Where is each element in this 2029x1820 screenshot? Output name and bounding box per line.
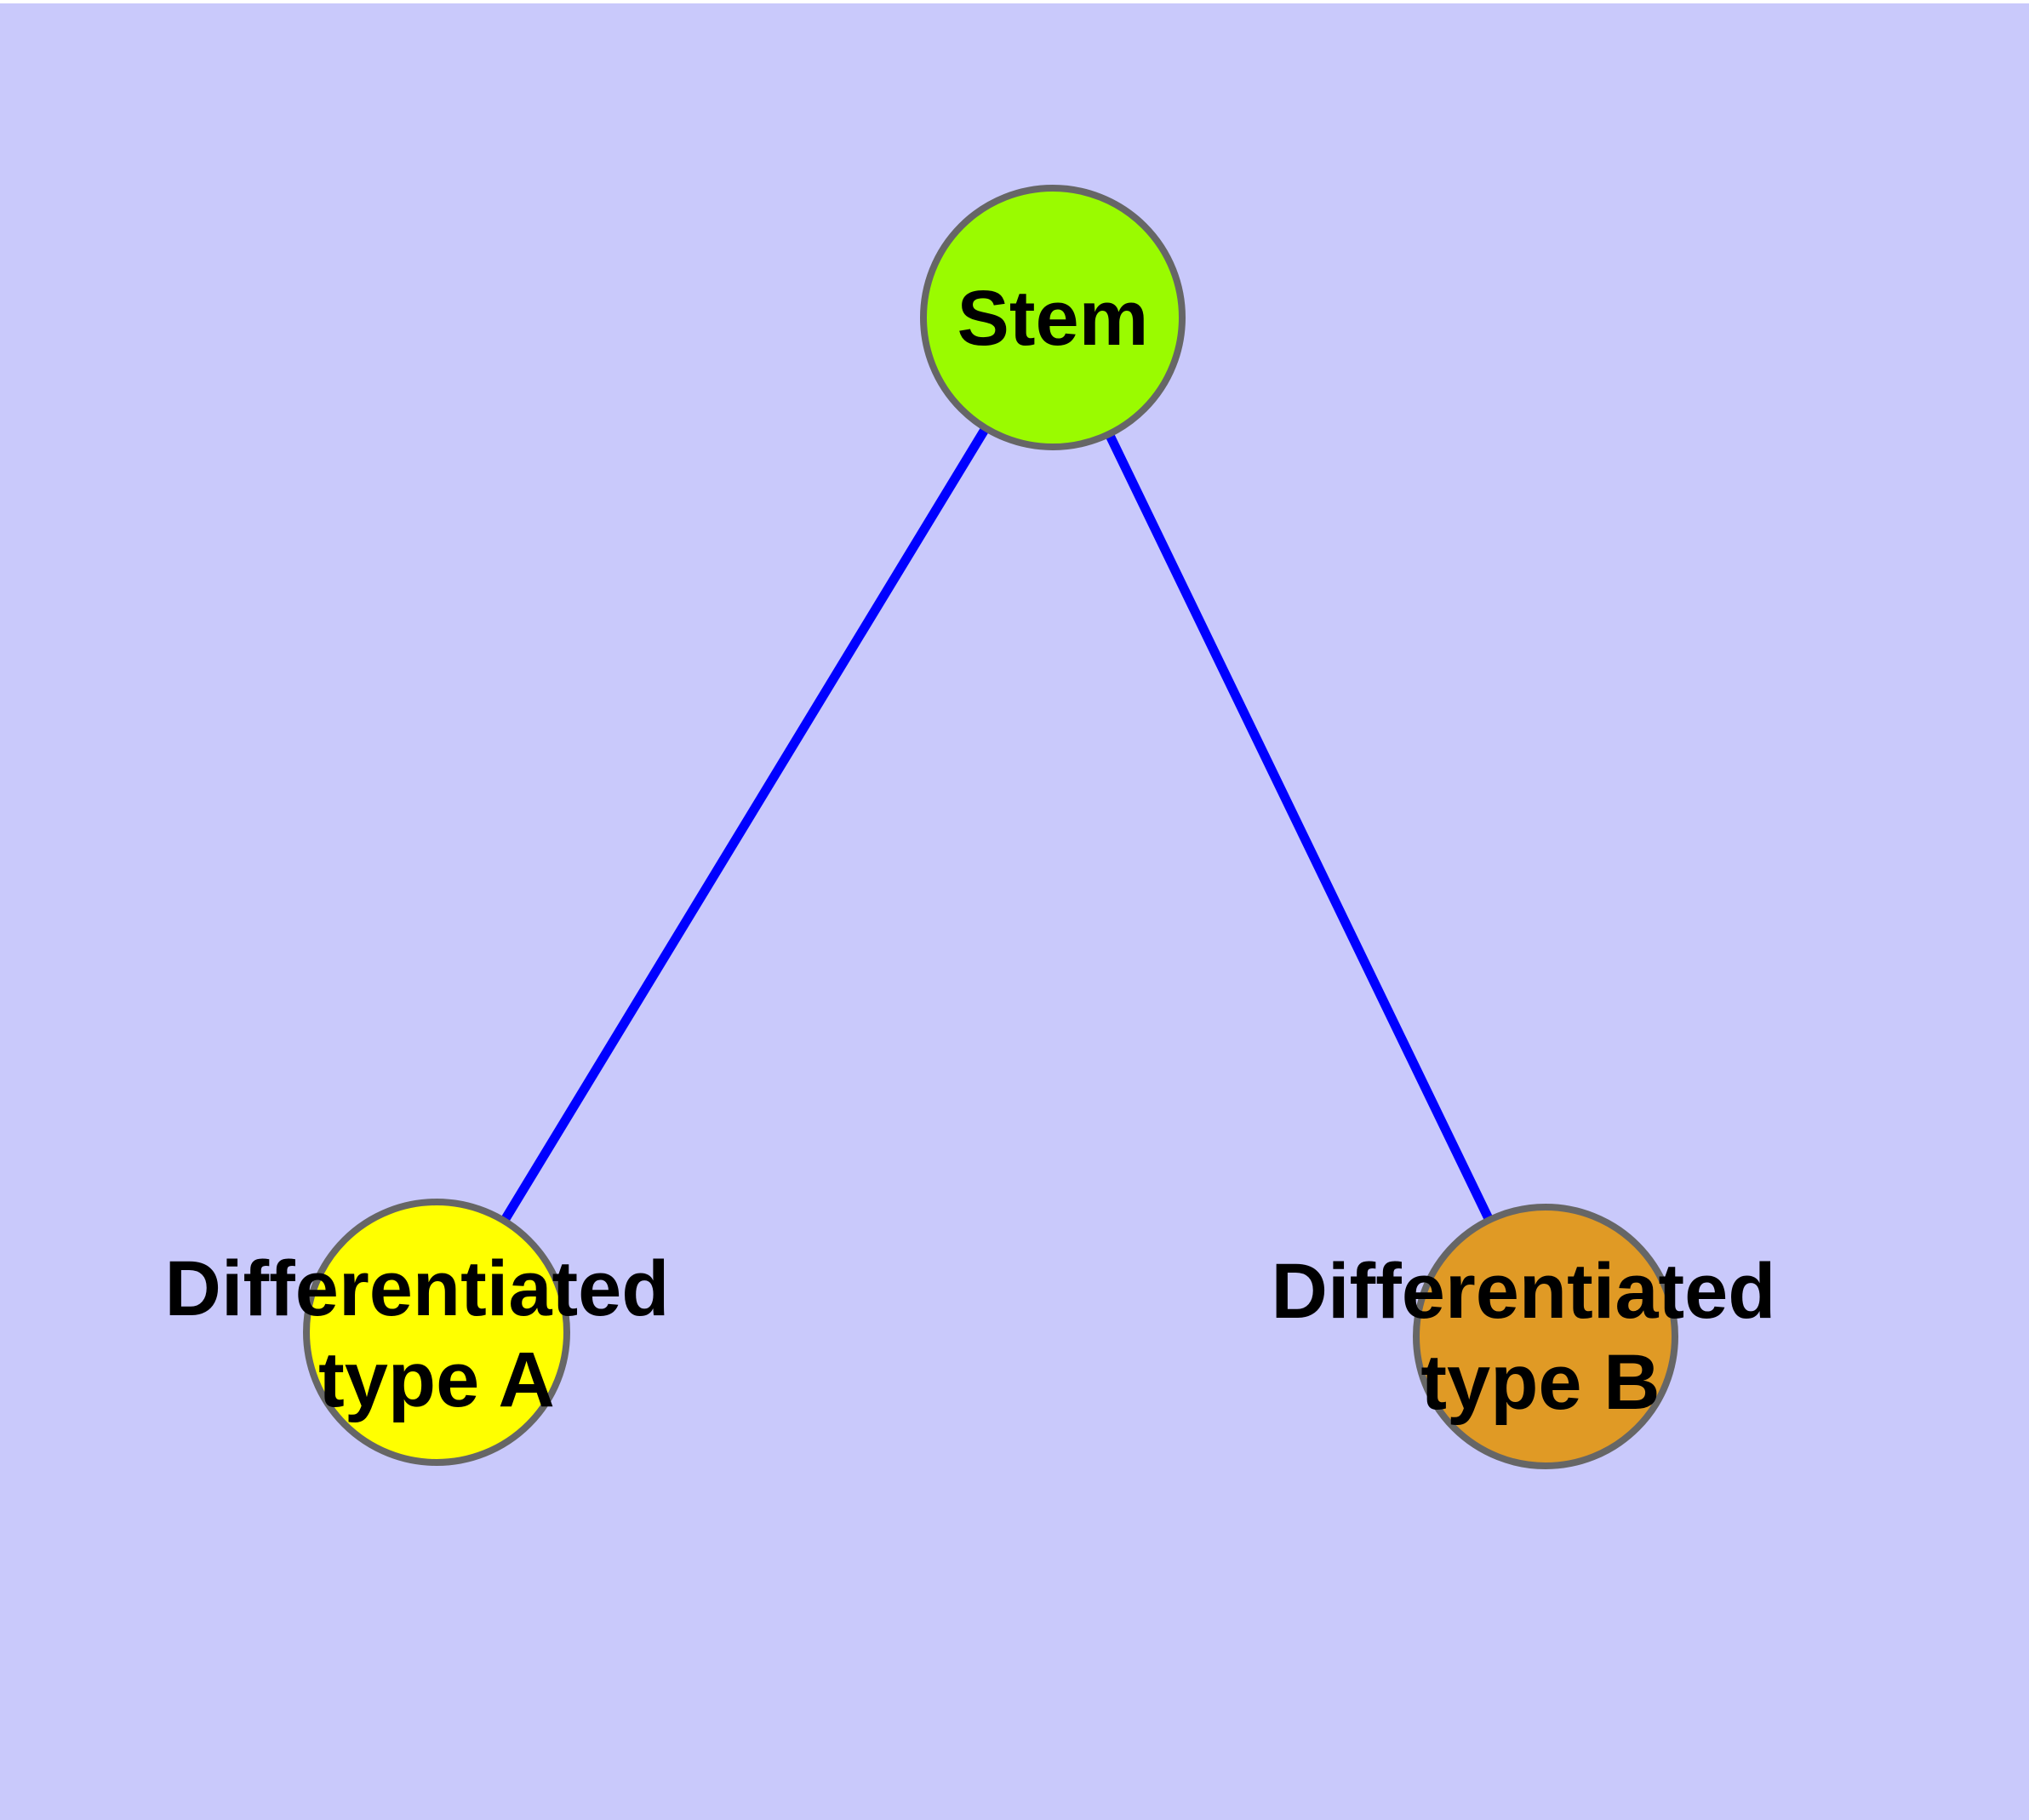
node-circle-differentiated-type-a[interactable] [303,1199,570,1466]
node-differentiated-type-a[interactable] [303,1199,570,1466]
edge-layer [432,315,1550,1339]
edge-stem-to-differentiated-type-a[interactable] [432,315,1057,1335]
node-label-differentiated-type-b-line2: type B [1420,1339,1660,1426]
node-circle-stem[interactable] [920,185,1186,450]
node-stem[interactable] [920,185,1186,450]
node-label-differentiated-type-a-line1: Differentiated [165,1245,670,1332]
node-label-stem: Stem [957,275,1149,362]
node-label-differentiated-type-b-line1: Differentiated [1272,1248,1776,1335]
node-differentiated-type-b[interactable] [1413,1204,1678,1469]
node-label-differentiated-type-a-line2: type A [318,1336,555,1423]
node-layer [303,185,1678,1469]
node-circle-differentiated-type-b[interactable] [1413,1204,1678,1469]
edge-stem-to-differentiated-type-b[interactable] [1049,315,1550,1339]
node-label-layer: Stem Differentiated type A Differentiate… [165,275,1776,1426]
